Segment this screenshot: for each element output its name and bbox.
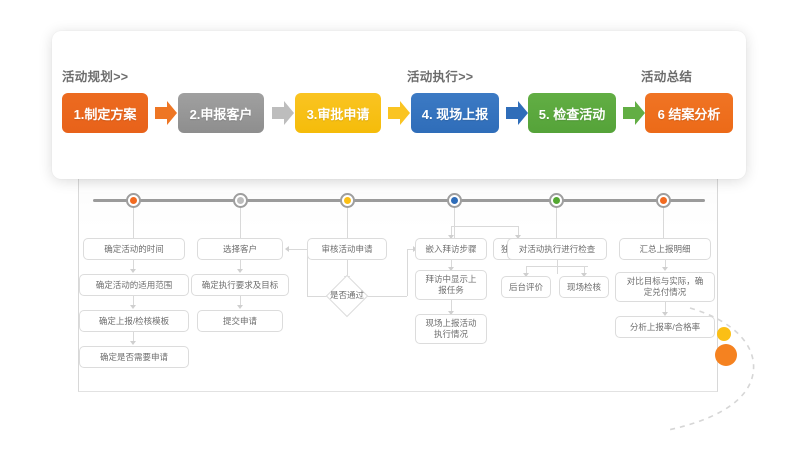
conn-report-b2	[518, 226, 519, 238]
conn-pass-top	[407, 249, 415, 250]
conn-report-branch	[451, 226, 519, 227]
flow-node-2-0[interactable]: 审核活动申请	[307, 238, 387, 260]
timeline-node-apply[interactable]	[233, 193, 248, 208]
timeline-dot-fill	[344, 197, 351, 204]
conn-report-b1	[451, 226, 452, 238]
step-box-1[interactable]: 1.制定方案	[62, 93, 148, 133]
timeline-stem-5	[663, 208, 664, 238]
arrow-report-b1	[448, 235, 454, 239]
timeline-stem-4	[556, 208, 557, 238]
timeline-node-plan[interactable]	[126, 193, 141, 208]
timeline-node-summary[interactable]	[656, 193, 671, 208]
flow-node-1-1[interactable]: 确定执行要求及目标	[191, 274, 289, 296]
conn-plan-2	[133, 332, 134, 342]
timeline-stem-3	[454, 208, 455, 238]
timeline-node-report[interactable]	[447, 193, 462, 208]
flow-node-4-2[interactable]: 现场检核	[559, 276, 609, 298]
flow-node-5-2[interactable]: 分析上报率/合格率	[615, 316, 715, 338]
process-summary-card: 活动规划>> 活动执行>> 活动总结 1.制定方案 2.申报客户 3.审批申请 4. 现场…	[52, 31, 746, 179]
flow-node-0-0[interactable]: 确定活动的时间	[83, 238, 185, 260]
timeline-dot-fill	[130, 197, 137, 204]
flow-node-4-0[interactable]: 对活动执行进行检查	[507, 238, 607, 260]
arrow-check-b2	[581, 273, 587, 277]
conn-approve-0	[347, 260, 348, 277]
deco-dot-yellow	[717, 327, 731, 341]
conn-report-0	[451, 260, 452, 268]
arrow-apply-0	[237, 269, 243, 273]
timeline-dot-fill	[237, 197, 244, 204]
arrow-report-1	[448, 311, 454, 315]
timeline-node-check[interactable]	[549, 193, 564, 208]
flow-node-3-2[interactable]: 拜访中显示上报任务	[415, 270, 487, 300]
step-arrow-icon-5	[623, 101, 645, 125]
flow-node-1-2[interactable]: 提交申请	[197, 310, 283, 332]
conn-apply-1	[240, 296, 241, 306]
arrow-report-0	[448, 267, 454, 271]
arrow-apply-1	[237, 305, 243, 309]
flow-node-4-1[interactable]: 后台评价	[501, 276, 551, 298]
step-box-3[interactable]: 3.审批申请	[295, 93, 381, 133]
phase-label-0: 活动规划>>	[62, 70, 129, 84]
flow-node-5-1[interactable]: 对比目标与实际，确定兑付情况	[615, 272, 715, 302]
flow-node-0-2[interactable]: 确定上报/检核模板	[79, 310, 189, 332]
conn-loop-bottom	[307, 296, 332, 297]
timeline-stem-2	[347, 208, 348, 238]
step-arrow-icon-2	[272, 101, 294, 125]
flow-node-0-1[interactable]: 确定活动的适用范围	[79, 274, 189, 296]
conn-sum-0	[665, 260, 666, 268]
conn-loop-right	[307, 249, 308, 296]
step-box-2[interactable]: 2.申报客户	[178, 93, 264, 133]
conn-check-branch	[526, 266, 588, 267]
conn-apply-0	[240, 260, 241, 270]
deco-dot-orange	[715, 344, 737, 366]
arrow-sum-1	[662, 312, 668, 316]
phase-label-1: 活动执行>>	[407, 70, 474, 84]
phase-label-2: 活动总结	[641, 70, 693, 84]
conn-check-b2	[584, 266, 585, 274]
timeline-dot-fill	[451, 197, 458, 204]
timeline-rail	[93, 199, 705, 202]
flow-node-1-0[interactable]: 选择客户	[197, 238, 283, 260]
conn-pass-right	[362, 296, 407, 297]
step-arrow-icon-1	[155, 101, 177, 125]
timeline-dot-fill	[660, 197, 667, 204]
arrow-sum-0	[662, 267, 668, 271]
conn-report-1	[451, 300, 452, 312]
step-box-5[interactable]: 5. 检查活动	[528, 93, 616, 133]
conn-plan-0	[133, 260, 134, 270]
conn-sum-1	[665, 302, 666, 312]
arrow-loop-left	[285, 246, 289, 252]
flow-node-3-3[interactable]: 现场上报活动执行情况	[415, 314, 487, 344]
timeline-stem-1	[240, 208, 241, 238]
arrow-report-b2	[515, 235, 521, 239]
step-box-6[interactable]: 6 结案分析	[645, 93, 733, 133]
arrow-plan-1	[130, 305, 136, 309]
decision-diamond-label-2: 是否通过	[329, 290, 364, 300]
timeline-dot-fill	[553, 197, 560, 204]
conn-loop-top	[289, 249, 307, 250]
process-flow-panel: 确定活动的时间确定活动的适用范围确定上报/检核模板确定是否需要申请 选择客户确定执…	[78, 166, 718, 392]
arrow-plan-0	[130, 269, 136, 273]
conn-plan-1	[133, 296, 134, 306]
flow-node-5-0[interactable]: 汇总上报明细	[619, 238, 711, 260]
conn-check-0	[557, 260, 558, 274]
arrow-check-b1	[523, 273, 529, 277]
flow-node-3-0[interactable]: 嵌入拜访步骤	[415, 238, 487, 260]
conn-pass-up	[407, 249, 408, 296]
step-arrow-icon-3	[388, 101, 410, 125]
timeline-node-approve[interactable]	[340, 193, 355, 208]
flow-node-0-3[interactable]: 确定是否需要申请	[79, 346, 189, 368]
step-arrow-icon-4	[506, 101, 528, 125]
conn-check-b1	[526, 266, 527, 274]
timeline-stem-0	[133, 208, 134, 238]
arrow-plan-2	[130, 341, 136, 345]
step-box-4[interactable]: 4. 现场上报	[411, 93, 499, 133]
